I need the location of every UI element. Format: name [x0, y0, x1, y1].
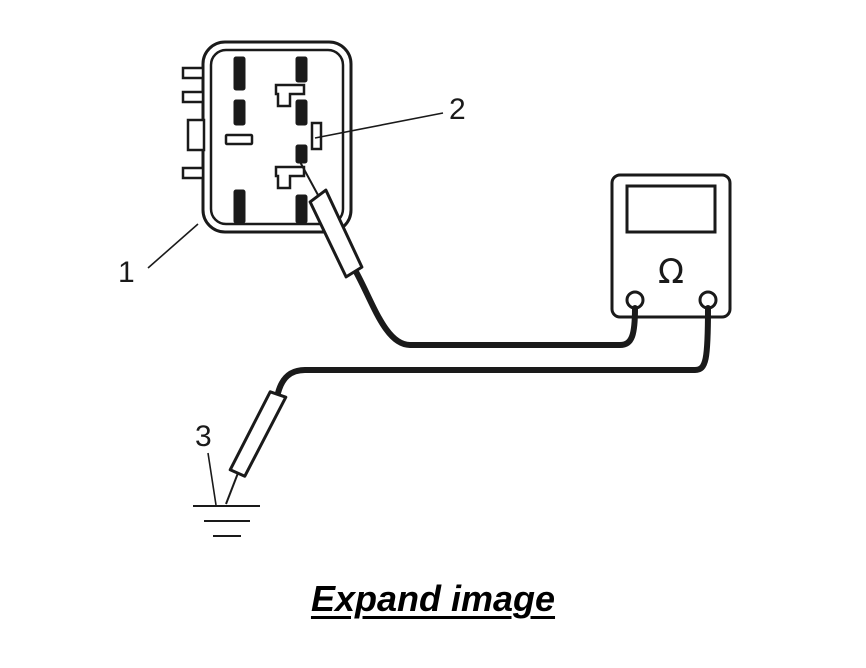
ohmmeter	[610, 173, 732, 319]
ohm-symbol: Ω	[658, 252, 684, 292]
callout-label-1: 1	[118, 256, 135, 289]
expand-image-link[interactable]: Expand image	[310, 578, 556, 619]
ohmmeter-display	[625, 184, 717, 234]
probe-terminal	[298, 159, 364, 279]
leader-lines	[147, 112, 444, 506]
relay-connector	[181, 40, 353, 234]
probe-ground	[225, 390, 288, 505]
callout-label-2: 2	[449, 93, 466, 126]
connector-terminal-outlines	[224, 83, 323, 190]
callout-label-3: 3	[195, 420, 212, 453]
test-lead-wires	[275, 267, 711, 396]
ground-symbol	[193, 505, 260, 537]
connector-terminals	[233, 56, 308, 224]
